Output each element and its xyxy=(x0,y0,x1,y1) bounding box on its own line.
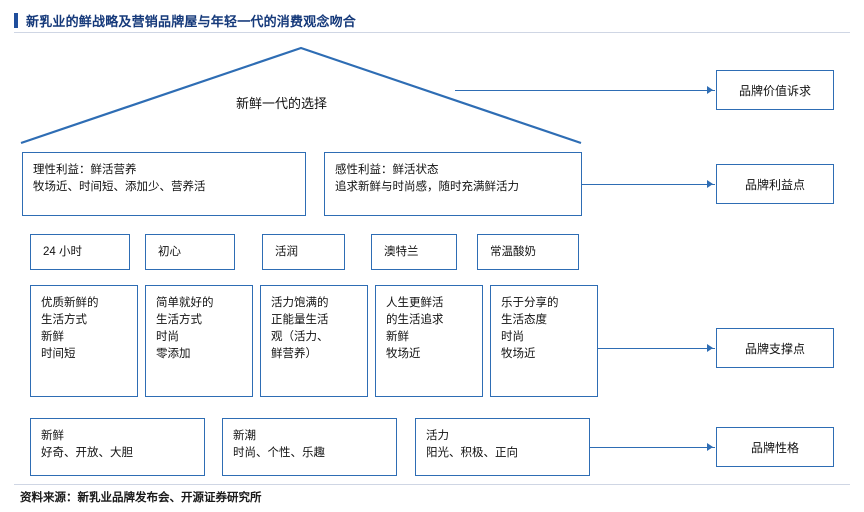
support-line: 人生更鲜活 xyxy=(386,297,444,309)
connector-personality xyxy=(590,447,715,449)
personality-line: 时尚、个性、乐趣 xyxy=(233,447,325,459)
support-line: 新鲜 xyxy=(386,331,409,343)
support-line: 简单就好的 xyxy=(156,297,214,309)
support-line: 的生活追求 xyxy=(386,314,444,326)
personality-box-vitality: 活力 阳光、积极、正向 xyxy=(415,418,590,476)
brand-tag-huorun: 活润 xyxy=(262,234,345,270)
personality-line: 活力 xyxy=(426,430,449,442)
brand-tag-label: 初心 xyxy=(158,245,181,258)
support-line: 牧场近 xyxy=(501,348,536,360)
callout-label: 品牌性格 xyxy=(750,440,799,455)
benefit-line: 追求新鲜与时尚感，随时充满鲜活力 xyxy=(335,181,519,193)
callout-brand-personality: 品牌性格 xyxy=(716,427,834,467)
benefit-line: 感性利益：鲜活状态 xyxy=(335,164,439,176)
brand-tag-changwen-suannai: 常温酸奶 xyxy=(477,234,579,270)
brand-tag-chuxin: 初心 xyxy=(145,234,235,270)
personality-line: 新潮 xyxy=(233,430,256,442)
brand-tag-label: 24 小时 xyxy=(43,245,82,258)
support-line: 生活方式 xyxy=(156,314,202,326)
source-note: 资料来源：新乳业品牌发布会、开源证券研究所 xyxy=(20,492,262,504)
personality-box-fresh: 新鲜 好奇、开放、大胆 xyxy=(30,418,205,476)
support-line: 生活态度 xyxy=(501,314,547,326)
support-line: 优质新鲜的 xyxy=(41,297,99,309)
connector-value-proposition xyxy=(455,90,715,92)
brand-tag-label: 活润 xyxy=(275,245,298,258)
support-line: 乐于分享的 xyxy=(501,297,559,309)
callout-label: 品牌价值诉求 xyxy=(738,83,811,98)
support-line: 时间短 xyxy=(41,348,76,360)
page-title-text: 新乳业的鲜战略及营销品牌屋与年轻一代的消费观念吻合 xyxy=(26,13,357,29)
title-accent-bar xyxy=(14,12,18,28)
title-divider xyxy=(14,32,850,33)
callout-label: 品牌利益点 xyxy=(744,177,805,192)
callout-label: 品牌支撑点 xyxy=(744,341,805,356)
benefit-line: 牧场近、时间短、添加少、营养活 xyxy=(33,181,206,193)
support-box-1: 优质新鲜的 生活方式 新鲜 时间短 xyxy=(30,285,138,397)
connector-benefit-point xyxy=(582,184,715,186)
personality-box-trendy: 新潮 时尚、个性、乐趣 xyxy=(222,418,397,476)
personality-line: 阳光、积极、正向 xyxy=(426,447,518,459)
support-box-5: 乐于分享的 生活态度 时尚 牧场近 xyxy=(490,285,598,397)
arrow-head-icon xyxy=(707,443,713,451)
arrow-head-icon xyxy=(707,180,713,188)
support-line: 观（活力、 xyxy=(271,331,329,343)
source-divider xyxy=(14,484,850,485)
connector-support-point xyxy=(598,348,715,350)
roof-label: 新鲜一代的选择 xyxy=(236,96,328,111)
callout-brand-value-proposition: 品牌价值诉求 xyxy=(716,70,834,110)
arrow-head-icon xyxy=(707,86,713,94)
roof-triangle-icon xyxy=(20,46,582,145)
support-line: 正能量生活 xyxy=(271,314,329,326)
page-title: 新乳业的鲜战略及营销品牌屋与年轻一代的消费观念吻合 xyxy=(14,8,850,32)
support-line: 零添加 xyxy=(156,348,191,360)
support-line: 时尚 xyxy=(156,331,179,343)
personality-line: 好奇、开放、大胆 xyxy=(41,447,133,459)
support-line: 新鲜 xyxy=(41,331,64,343)
brand-tag-24h: 24 小时 xyxy=(30,234,130,270)
arrow-head-icon xyxy=(707,344,713,352)
benefit-box-rational: 理性利益：鲜活营养 牧场近、时间短、添加少、营养活 xyxy=(22,152,306,216)
support-box-4: 人生更鲜活 的生活追求 新鲜 牧场近 xyxy=(375,285,483,397)
personality-line: 新鲜 xyxy=(41,430,64,442)
brand-tag-label: 常温酸奶 xyxy=(490,245,536,258)
support-line: 生活方式 xyxy=(41,314,87,326)
support-line: 时尚 xyxy=(501,331,524,343)
support-box-3: 活力饱满的 正能量生活 观（活力、 鲜营养） xyxy=(260,285,368,397)
benefit-line: 理性利益：鲜活营养 xyxy=(33,164,137,176)
support-box-2: 简单就好的 生活方式 时尚 零添加 xyxy=(145,285,253,397)
brand-tag-label: 澳特兰 xyxy=(384,245,419,258)
support-line: 鲜营养） xyxy=(271,348,317,360)
callout-brand-support-point: 品牌支撑点 xyxy=(716,328,834,368)
callout-brand-benefit-point: 品牌利益点 xyxy=(716,164,834,204)
brand-tag-aotelan: 澳特兰 xyxy=(371,234,457,270)
support-line: 牧场近 xyxy=(386,348,421,360)
benefit-box-emotional: 感性利益：鲜活状态 追求新鲜与时尚感，随时充满鲜活力 xyxy=(324,152,582,216)
support-line: 活力饱满的 xyxy=(271,297,329,309)
